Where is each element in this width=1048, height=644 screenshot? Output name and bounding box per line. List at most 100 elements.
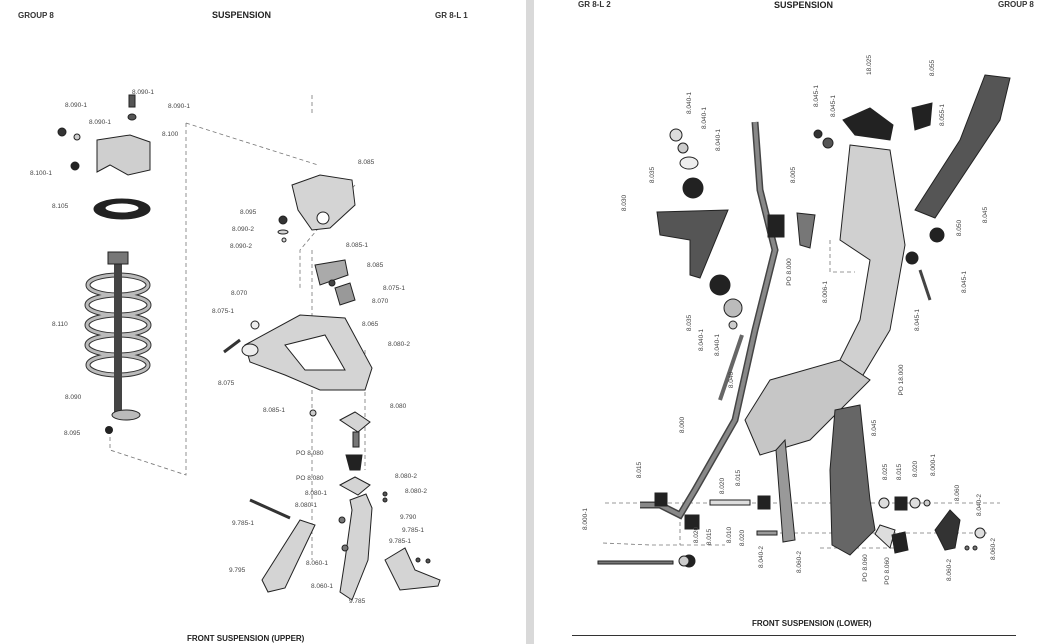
part-number-callout: 8.085 <box>358 159 375 166</box>
part-number-callout: 8.040-2 <box>757 545 765 569</box>
part-number-callout: 8.020 <box>692 526 700 544</box>
part-number-callout: 8.060-2 <box>989 537 997 561</box>
part-number-callout: PO 18.000 <box>897 364 905 396</box>
part-number-callout: 8.090 <box>65 394 82 401</box>
part-number-callout: PO 8.000 <box>785 258 793 286</box>
part-number-callout: 8.065 <box>362 321 379 328</box>
part-number-callout: 8.095 <box>240 209 257 216</box>
spindle <box>384 547 441 591</box>
caption-rule <box>572 635 1016 636</box>
part-number-callout: 8.060 <box>953 484 961 502</box>
manual-page-lower-suspension: GR 8-L 2 SUSPENSION GROUP 8 FRONT SUSPEN… <box>534 0 1048 644</box>
part-number-callout: 8.090-1 <box>132 89 155 96</box>
part-number-callout: 8.055-1 <box>938 103 946 127</box>
part-number-callout: 8.090-1 <box>65 102 88 109</box>
strut-rod <box>914 74 1011 219</box>
part-number-callout: 8.040-1 <box>713 333 721 357</box>
part-number-callout: 8.030 <box>620 194 628 212</box>
figure-caption: FRONT SUSPENSION (LOWER) <box>752 619 872 628</box>
lower-control-arm <box>829 404 876 556</box>
header-page-number: GR 8-L 1 <box>435 11 468 20</box>
part-number-callout: 8.090-2 <box>230 243 253 250</box>
part-number-callout: 8.070 <box>372 298 389 305</box>
shock-absorber <box>114 255 122 415</box>
part-number-callout: 8.085-1 <box>263 407 286 414</box>
part-number-callout: PO 8.060 <box>861 554 869 582</box>
part-number-callout: 8.040-1 <box>697 328 705 352</box>
part-number-callout: 8.040-1 <box>714 128 722 152</box>
part-number-callout: 8.015 <box>635 461 643 479</box>
part-number-callout: 8.090-1 <box>168 103 191 110</box>
part-number-callout: 8.000-1 <box>929 453 937 477</box>
part-number-callout: 8.040-1 <box>700 106 708 130</box>
part-number-callout: 8.015 <box>705 528 713 546</box>
part-number-callout: 9.785-1 <box>232 520 255 527</box>
part-number-callout: 8.040-1 <box>685 91 693 115</box>
part-number-callout: 8.075-1 <box>212 308 235 315</box>
part-number-callout: 8.080-1 <box>295 502 318 509</box>
part-number-callout: 8.090-1 <box>89 119 112 126</box>
part-number-callout: 8.100-1 <box>30 170 53 177</box>
part-number-callout: 8.006-1 <box>821 280 829 304</box>
part-number-callout: 8.010 <box>725 526 733 544</box>
part-number-callout: 9.795 <box>229 567 246 574</box>
stabilizer-bar <box>640 121 779 520</box>
part-number-callout: 8.060-2 <box>795 550 803 574</box>
part-number-callout: 8.040 <box>727 371 735 389</box>
part-number-callout: 8.085-1 <box>346 242 369 249</box>
header-title: SUSPENSION <box>212 10 272 20</box>
part-number-callout: 8.020 <box>718 477 726 495</box>
lower-suspension-exploded-diagram <box>597 74 1011 568</box>
part-number-callout: 8.000 <box>678 416 686 434</box>
part-number-callout: PO 8.060 <box>883 557 891 585</box>
part-number-callout: 8.035 <box>685 314 693 332</box>
part-number-callout: 8.110 <box>52 321 68 328</box>
part-number-callout: 8.045-1 <box>960 270 968 294</box>
part-number-callout: 8.095 <box>64 430 81 437</box>
part-number-callout: 9.790 <box>400 514 417 521</box>
header-page-number: GR 8-L 2 <box>578 0 611 9</box>
part-number-callout: 8.070 <box>231 290 248 297</box>
part-number-callout: 9.785-1 <box>389 538 412 545</box>
part-number-callout: 8.090-2 <box>232 226 255 233</box>
part-number-callout: PO 8.080 <box>296 450 324 457</box>
part-number-callout: 8.025 <box>881 463 889 481</box>
part-number-callout: 8.045 <box>981 206 989 224</box>
part-number-callout: 8.020 <box>738 529 746 547</box>
spring-seat-bracket <box>96 134 151 176</box>
steering-knuckle <box>339 493 373 601</box>
mounting-bracket <box>656 209 729 279</box>
part-number-callout: 8.080-2 <box>395 473 418 480</box>
part-number-callout: 8.045-1 <box>913 308 921 332</box>
part-number-callout: 8.080-2 <box>388 341 411 348</box>
part-number-callout: 9.785 <box>349 598 366 605</box>
part-number-callout: 8.035 <box>648 166 656 184</box>
part-number-callout: PO 8.080 <box>296 475 324 482</box>
ball-joint-plate <box>339 411 371 433</box>
upper-suspension-exploded-diagram <box>57 94 441 601</box>
part-number-callout: 8.045-1 <box>829 94 837 118</box>
header-group: GROUP 8 <box>998 0 1034 9</box>
part-number-callout: 8.015 <box>895 463 903 481</box>
part-number-callout: 8.055 <box>928 59 936 77</box>
part-number-callout: 8.060-2 <box>945 558 953 582</box>
part-number-callout: 8.045 <box>870 419 878 437</box>
part-number-callout: 8.020 <box>911 460 919 478</box>
part-number-callout: 9.785-1 <box>402 527 425 534</box>
part-number-callout: 8.080-2 <box>405 488 428 495</box>
part-number-callout: 8.060-1 <box>306 560 329 567</box>
manual-page-upper-suspension: GROUP 8 SUSPENSION GR 8-L 1 FRONT SUSPEN… <box>0 0 526 644</box>
figure-caption: FRONT SUSPENSION (UPPER) <box>187 634 305 643</box>
part-number-callout: 8.050 <box>955 219 963 237</box>
part-number-callout: 8.000-1 <box>581 507 589 531</box>
upper-mount <box>842 107 894 141</box>
part-number-callout: 8.075-1 <box>383 285 406 292</box>
steering-arm <box>261 519 316 593</box>
part-number-callout: 8.085 <box>367 262 384 269</box>
part-number-callout: 8.005 <box>789 166 797 184</box>
part-number-callout: 8.080-1 <box>305 490 328 497</box>
part-number-callout: 18.025 <box>865 55 873 75</box>
header-title: SUSPENSION <box>774 0 834 10</box>
part-number-callout: 8.080 <box>390 403 407 410</box>
part-number-callout: 8.075 <box>218 380 235 387</box>
